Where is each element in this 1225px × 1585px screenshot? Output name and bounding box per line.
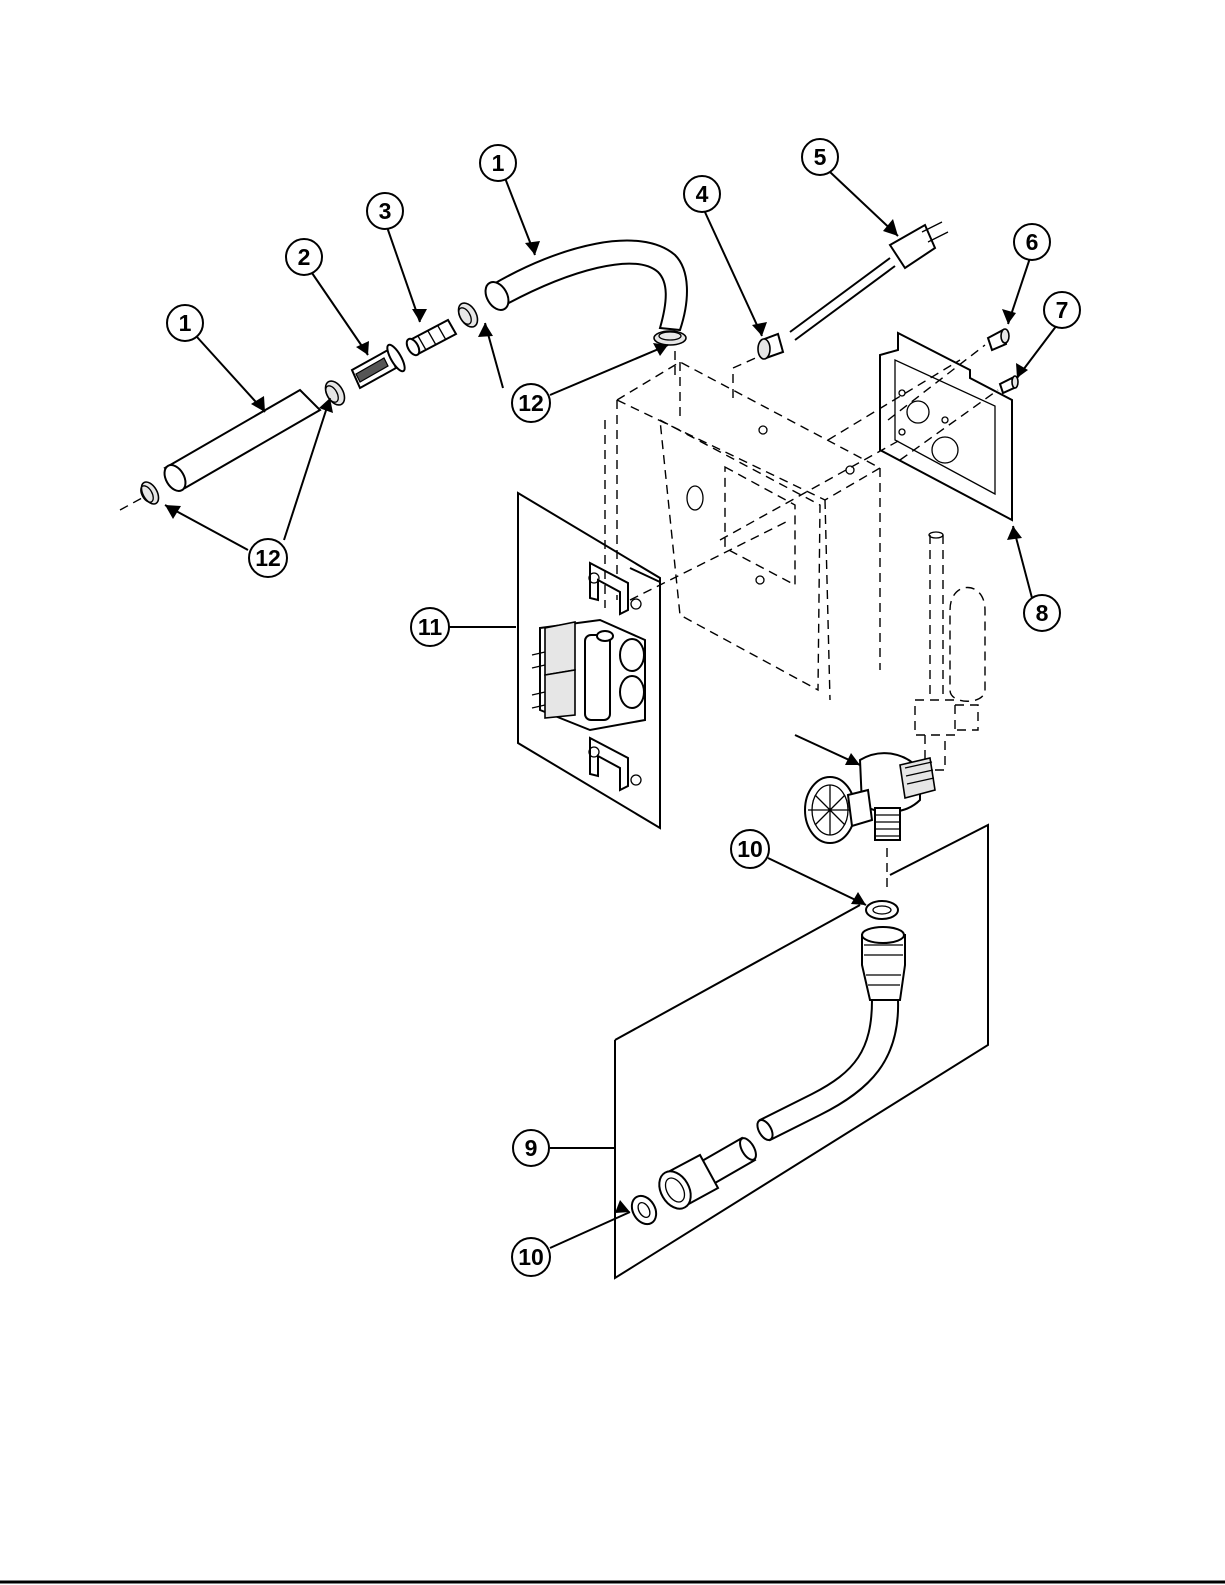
svg-text:8: 8: [1036, 600, 1049, 626]
svg-text:7: 7: [1056, 297, 1069, 323]
svg-text:1: 1: [492, 150, 505, 176]
callout-11: 11: [411, 608, 449, 646]
callout-3: 3: [367, 193, 403, 229]
assembly-guide-line: [630, 520, 790, 600]
svg-text:1: 1: [179, 310, 192, 336]
callout-8: 8: [1024, 595, 1060, 631]
callout-4: 4: [684, 176, 720, 212]
svg-text:6: 6: [1026, 229, 1039, 255]
pipe-assembly: [795, 532, 985, 890]
fill-hose-panel: [615, 825, 988, 1278]
svg-text:10: 10: [518, 1244, 544, 1270]
callout-10-bottom: 10: [512, 1238, 550, 1276]
mounting-plate: [720, 333, 1012, 540]
callout-6: 6: [1014, 224, 1050, 260]
svg-text:3: 3: [379, 198, 392, 224]
cabinet-hole-icon: [687, 486, 703, 510]
callout-9: 9: [513, 1130, 549, 1166]
svg-text:4: 4: [696, 181, 709, 207]
callout-1-left: 1: [167, 305, 203, 341]
svg-text:12: 12: [255, 545, 281, 571]
svg-text:2: 2: [298, 244, 311, 270]
callout-5: 5: [802, 139, 838, 175]
svg-text:11: 11: [418, 614, 443, 640]
svg-text:12: 12: [518, 390, 544, 416]
svg-text:9: 9: [525, 1135, 538, 1161]
valve-panel: [518, 493, 660, 828]
cabinet-box: [617, 345, 880, 700]
callout-7: 7: [1044, 292, 1080, 328]
svg-text:5: 5: [814, 144, 827, 170]
callout-1-top: 1: [480, 145, 516, 181]
upper-hose-assembly: [120, 241, 687, 510]
callout-12-left: 12: [249, 539, 287, 577]
callout-2: 2: [286, 239, 322, 275]
callout-10-top: 10: [731, 830, 769, 868]
svg-text:10: 10: [737, 836, 763, 862]
power-cord-assembly: [758, 222, 948, 359]
callout-12-top: 12: [512, 384, 550, 422]
